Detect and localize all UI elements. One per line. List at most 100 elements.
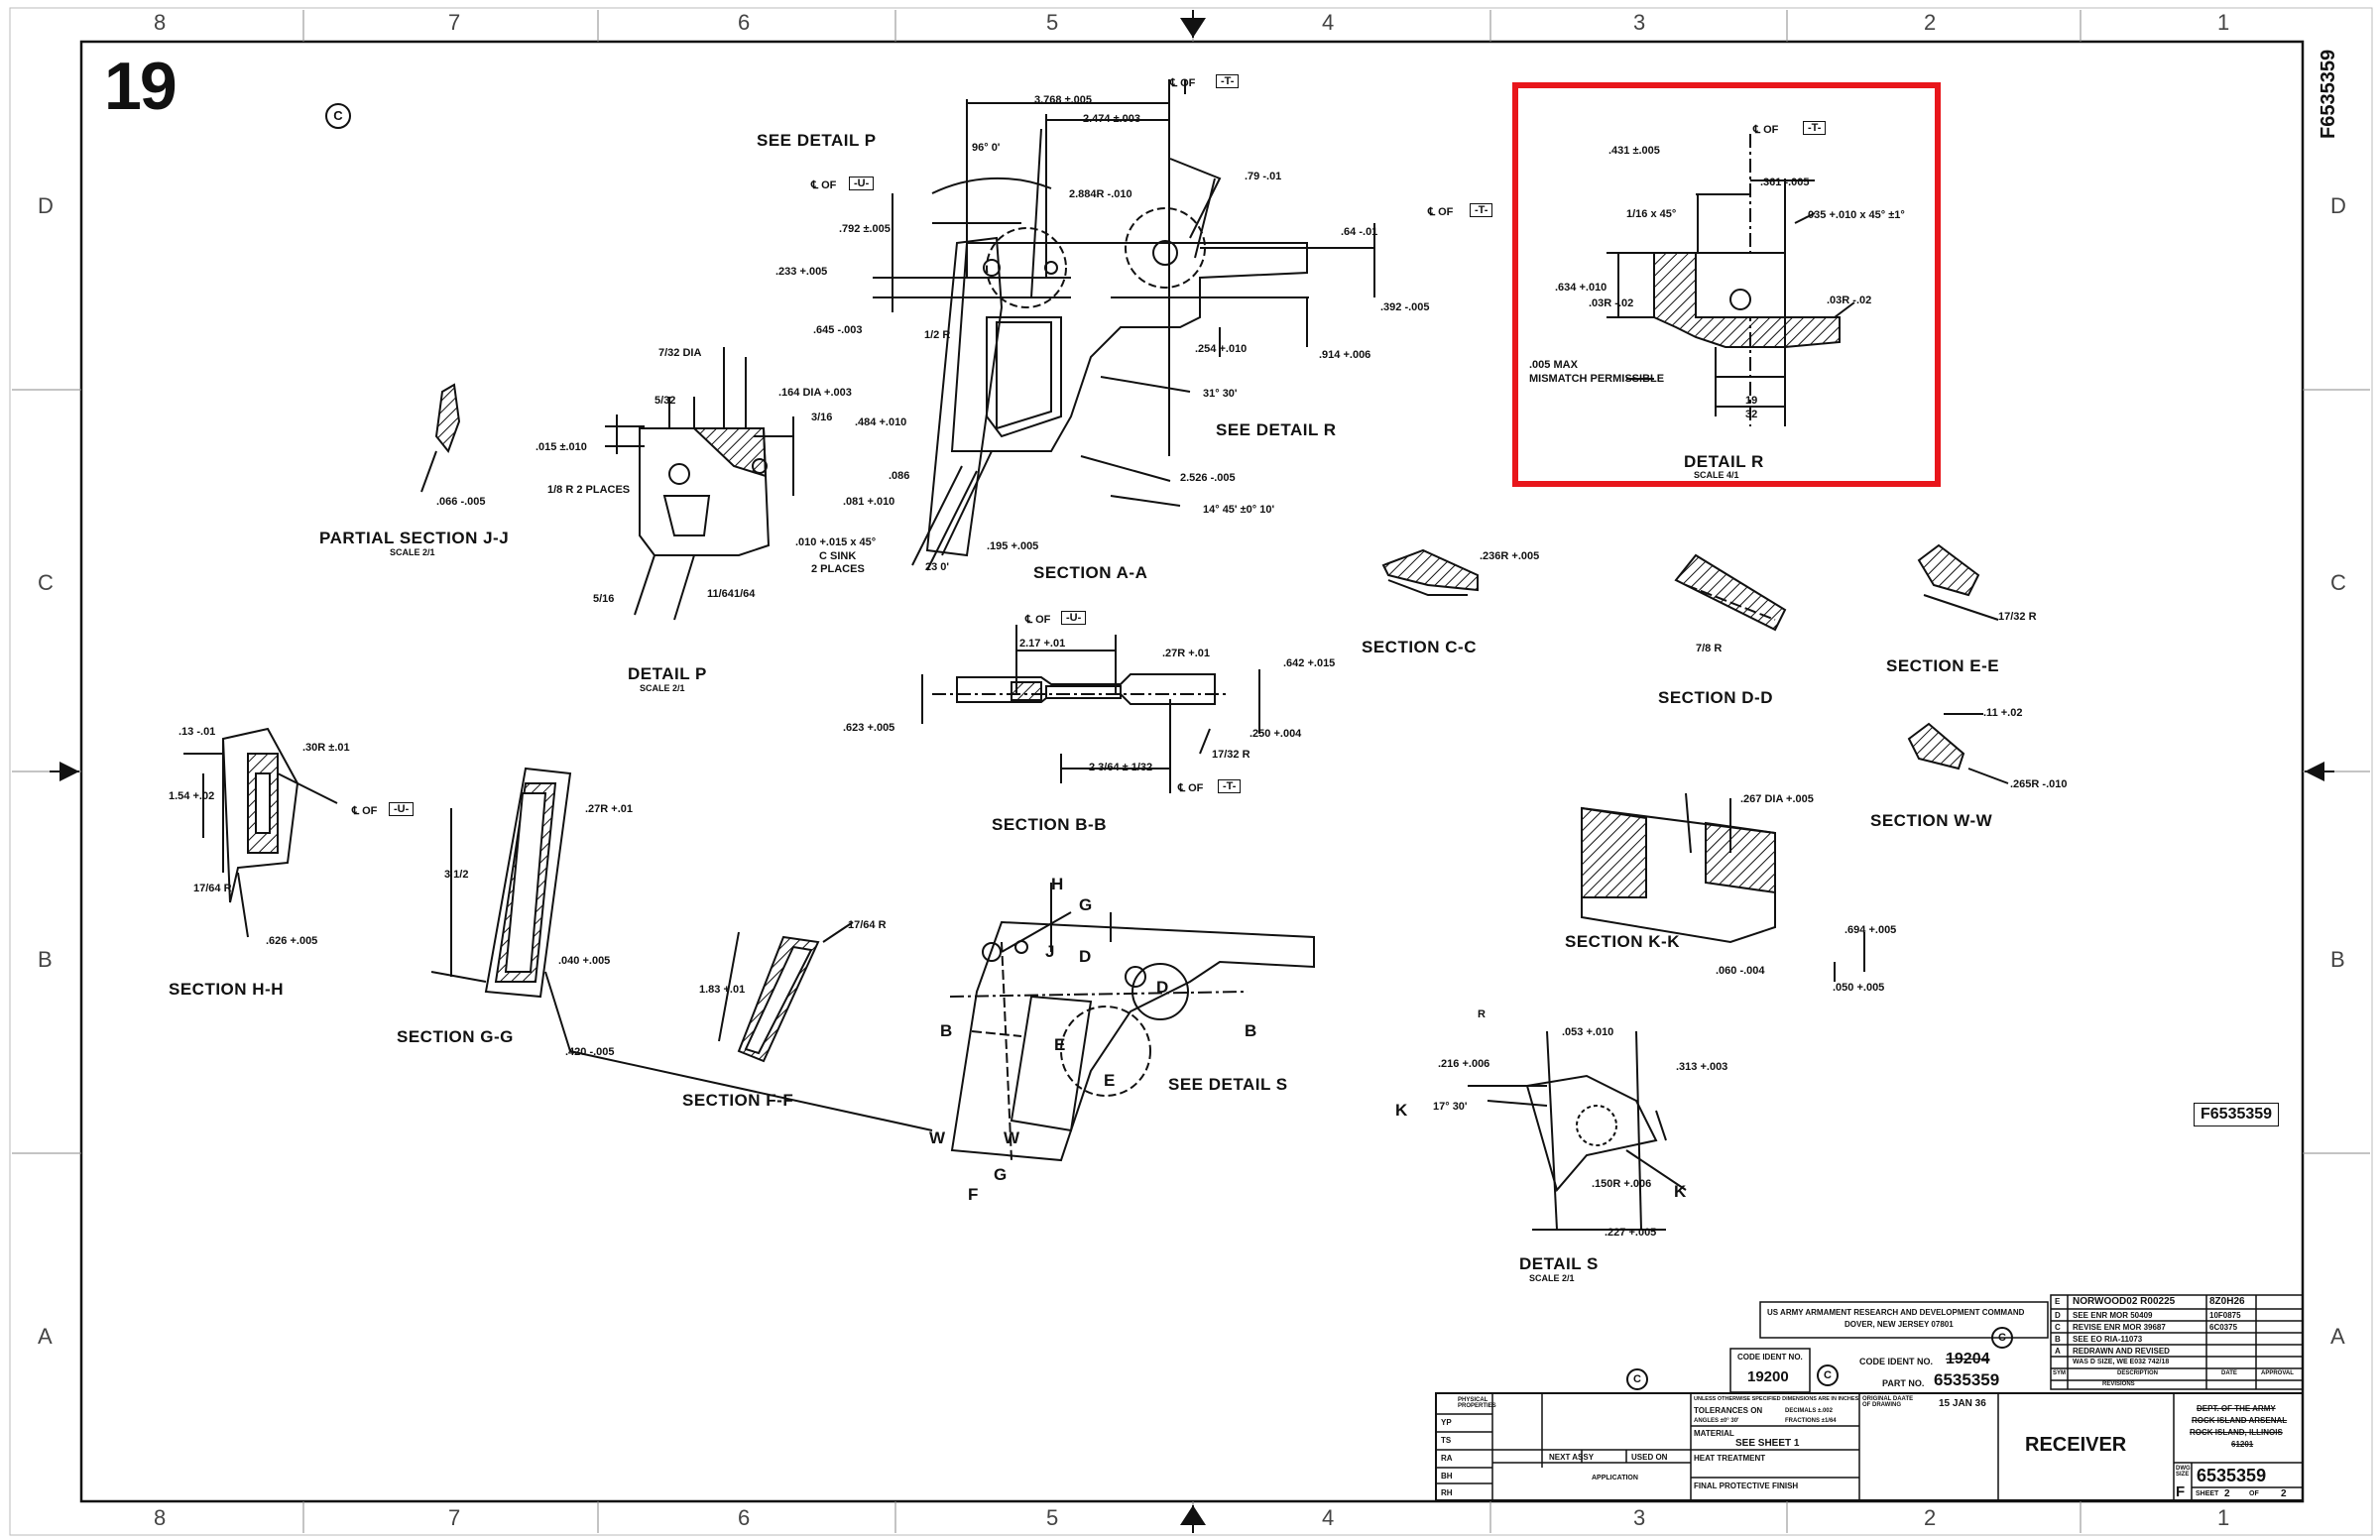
s-dim-150: .150R +.006 <box>1592 1178 1652 1190</box>
ww-dim-265: .265R -.010 <box>2010 778 2068 790</box>
rev-row-3-desc: SEE EO RIA-11073 <box>2073 1335 2143 1344</box>
zone-row-d-left: D <box>38 193 54 218</box>
tb-decimals: DECIMALS ±.002 <box>1785 1408 1833 1414</box>
detail-s-scale: SCALE 2/1 <box>1529 1273 1575 1283</box>
p-places: 1/8 R 2 PLACES <box>547 484 631 496</box>
s-angle: 17° 30' <box>1433 1101 1468 1113</box>
view-label-b-right: B <box>1245 1021 1257 1040</box>
aa-dim-484: .484 +.010 <box>855 416 907 428</box>
detail-r-highlight-box <box>1512 82 1941 487</box>
p-dim-015: .015 ±.010 <box>536 441 587 453</box>
zone-row-a-left: A <box>38 1324 53 1349</box>
zone-ticks <box>12 10 2370 1533</box>
detail-r-dim-361: .361 -.005 <box>1760 177 1810 188</box>
aa-dim-254: .254 +.010 <box>1195 343 1248 355</box>
section-ee-title: SECTION E-E <box>1886 656 2000 675</box>
tb-ra: RA <box>1441 1454 1453 1463</box>
hh-dim-626: .626 +.005 <box>266 935 318 947</box>
aa-dim-2526: 2.526 -.005 <box>1180 472 1236 484</box>
bb-dim-623: .623 +.005 <box>843 722 895 734</box>
title-block-lines <box>1435 1294 2304 1501</box>
copyright-mark-tb-3: C <box>1991 1327 2013 1349</box>
gg-dim-27r: .27R +.01 <box>585 803 634 815</box>
view-label-e-1: E <box>1054 1035 1066 1054</box>
zone-col-8-top: 8 <box>154 10 167 35</box>
dd-frac-78: 7/8 R <box>1696 643 1723 654</box>
aa-dim-792: .792 ±.005 <box>839 223 891 235</box>
aa-dim-64: .64 -.01 <box>1341 226 1378 238</box>
hh-dim-154: 1.54 +.02 <box>169 790 215 802</box>
rev-header-sym: SYM <box>2053 1370 2067 1376</box>
tb-dept-1: DEPT. OF THE ARMY <box>2197 1404 2276 1413</box>
bb-dim-27r: .27R +.01 <box>1162 648 1211 659</box>
detail-p-scale: SCALE 2/1 <box>640 683 685 693</box>
aa-dim-081: .081 +.010 <box>843 496 895 508</box>
main-receiver-view <box>949 883 1315 1162</box>
tb-application: APPLICATION <box>1592 1475 1638 1481</box>
detail-r-mismatch-1: .005 MAX <box>1529 359 1578 371</box>
zone-col-3-bottom: 3 <box>1633 1505 1646 1530</box>
jj-dim-066: .066 -.005 <box>436 496 486 508</box>
zone-col-2-bottom: 2 <box>1924 1505 1937 1530</box>
detail-r-dim-431: .431 ±.005 <box>1608 145 1660 157</box>
zone-col-5-top: 5 <box>1046 10 1059 35</box>
aa-cl-of-t-right: ℄ OF <box>1428 206 1454 218</box>
s-dim-053: .053 +.010 <box>1562 1026 1614 1038</box>
tb-bh: BH <box>1441 1472 1453 1481</box>
tb-fractions: FRACTIONS ±1/64 <box>1785 1418 1837 1424</box>
view-label-d-1: D <box>1079 947 1092 966</box>
p-csink-1: .010 +.015 x 45° <box>795 536 877 548</box>
detail-p-title: DETAIL P <box>628 664 707 683</box>
tb-of-value: 2 <box>2281 1488 2287 1499</box>
section-kk-geometry <box>1581 792 1865 982</box>
copyright-mark-top: C <box>325 103 351 129</box>
tb-sheet-value: 2 <box>2224 1488 2230 1499</box>
bb-cl-of-u: ℄ OF <box>1025 614 1051 626</box>
tb-title-receiver: RECEIVER <box>2025 1434 2127 1456</box>
tb-date-value: 15 JAN 36 <box>1939 1398 1986 1409</box>
s-dim-216: .216 +.006 <box>1438 1058 1490 1070</box>
bb-datum-u: -U- <box>1061 611 1087 625</box>
view-label-f: F <box>968 1185 979 1204</box>
tb-dwg-size-label: DWG SIZE <box>2176 1466 2191 1478</box>
p-frac-316: 3/16 <box>811 412 833 423</box>
rev-row-0-desc: NORWOOD02 R00225 <box>2073 1296 2176 1307</box>
zone-col-7-top: 7 <box>448 10 461 35</box>
section-cc-title: SECTION C-C <box>1362 638 1477 656</box>
zone-col-3-top: 3 <box>1633 10 1646 35</box>
view-label-e-2: E <box>1104 1071 1116 1090</box>
tb-agency-1: US ARMY ARMAMENT RESEARCH AND DEVELOPMEN… <box>1767 1308 2025 1317</box>
tb-original-date-label: ORIGINAL DAATE OF DRAWING <box>1862 1396 1914 1408</box>
hh-dim-30r: .30R ±.01 <box>302 742 350 754</box>
section-bb-geometry <box>921 625 1260 793</box>
rev-row-0-date: 8Z0H26 <box>2209 1296 2245 1307</box>
see-detail-r-label: SEE DETAIL R <box>1216 420 1337 439</box>
zone-col-4-bottom: 4 <box>1322 1505 1335 1530</box>
bb-dim-642: .642 +.015 <box>1283 657 1336 669</box>
aa-dim-2474: 2.474 ±.003 <box>1083 113 1141 125</box>
zone-row-d-right: D <box>2330 193 2346 218</box>
tb-heat-treatment: HEAT TREATMENT <box>1694 1454 1766 1463</box>
side-drawing-number: F6535359 <box>2318 49 2339 139</box>
zone-col-1-bottom: 1 <box>2217 1505 2230 1530</box>
aa-datum-t-top: -T- <box>1216 74 1240 88</box>
aa-dim-195: .195 +.005 <box>987 540 1039 552</box>
view-label-h: H <box>1051 875 1064 893</box>
aa-dim-3768: 3.768 ±.005 <box>1034 94 1093 106</box>
rev-row-3-ltr: B <box>2055 1335 2061 1344</box>
hh-datum-u: -U- <box>389 802 415 816</box>
s-label-k-left: K <box>1395 1101 1408 1120</box>
zone-col-8-bottom: 8 <box>154 1505 167 1530</box>
detail-r-title: DETAIL R <box>1684 452 1764 471</box>
aa-angle-31: 31° 30' <box>1203 388 1238 400</box>
rev-row-0-ltr: E <box>2055 1297 2061 1306</box>
view-label-j: J <box>1045 942 1055 961</box>
see-detail-s-label: SEE DETAIL S <box>1168 1075 1288 1094</box>
tb-rh: RH <box>1441 1488 1453 1497</box>
tb-angles: ANGLES ±0° 30' <box>1694 1418 1739 1424</box>
view-label-g-top: G <box>1079 895 1093 914</box>
aa-half-r: 1/2 R <box>924 329 951 341</box>
rev-row-4-desc: REDRAWN AND REVISED <box>2073 1347 2170 1356</box>
kk-dim-694: .694 +.005 <box>1844 924 1897 936</box>
section-hh-geometry <box>183 727 338 938</box>
